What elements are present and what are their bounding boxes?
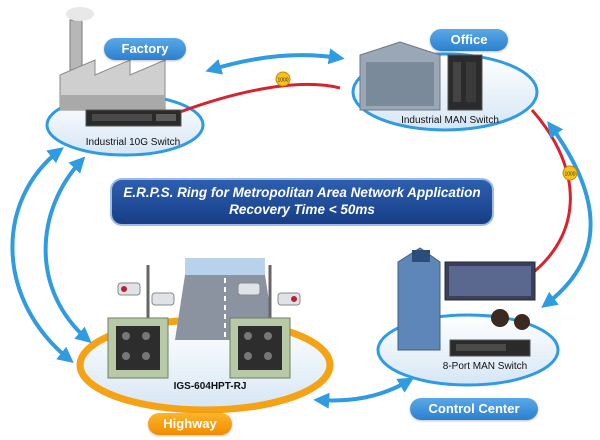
traffic-camera-left-icon bbox=[117, 265, 175, 320]
highway-label: Highway bbox=[148, 413, 232, 435]
control-switch-caption: 8-Port MAN Switch bbox=[442, 361, 528, 372]
traffic-camera-right-icon bbox=[237, 265, 301, 320]
office-building-icon bbox=[359, 41, 441, 111]
title-line-1: E.R.P.S. Ring for Metropolitan Area Netw… bbox=[123, 185, 481, 200]
title-line-2: Recovery Time < 50ms bbox=[229, 202, 375, 217]
office-label: Office bbox=[430, 29, 508, 51]
factory-switch-caption: Industrial 10G Switch bbox=[85, 137, 181, 148]
factory-building-icon bbox=[59, 7, 166, 111]
link-badge-office-control: 1000 bbox=[562, 165, 578, 181]
office-switch-caption: Industrial MAN Switch bbox=[401, 115, 499, 126]
red-link-factory-office bbox=[179, 82, 341, 114]
industrial-man-switch-icon bbox=[447, 54, 483, 111]
title-banner: E.R.P.S. Ring for Metropolitan Area Netw… bbox=[110, 178, 494, 226]
red-link-office-control bbox=[519, 109, 572, 284]
industrial-10g-switch-icon bbox=[85, 109, 182, 127]
control-center-building-icon bbox=[397, 247, 536, 351]
ring-arrow-factory-highway-inner bbox=[43, 156, 92, 344]
ring-arrow-factory-office bbox=[205, 48, 345, 75]
svg-text:1000: 1000 bbox=[277, 78, 288, 84]
svg-text:1000: 1000 bbox=[564, 172, 575, 178]
ring-arrow-office-control bbox=[541, 121, 593, 308]
control-center-label: Control Center bbox=[410, 398, 538, 420]
roadside-cabinet-left-icon bbox=[107, 317, 169, 379]
highway-switch-caption: IGS-604HPT-RJ bbox=[173, 381, 247, 392]
link-badge-factory-office: 1000 bbox=[275, 71, 291, 87]
8-port-man-switch-icon bbox=[449, 339, 531, 357]
factory-label: Factory bbox=[104, 38, 186, 60]
roadside-cabinet-right-icon bbox=[229, 317, 291, 379]
ring-arrow-factory-highway-outer bbox=[10, 147, 74, 364]
ring-arrow-control-highway bbox=[313, 377, 415, 409]
